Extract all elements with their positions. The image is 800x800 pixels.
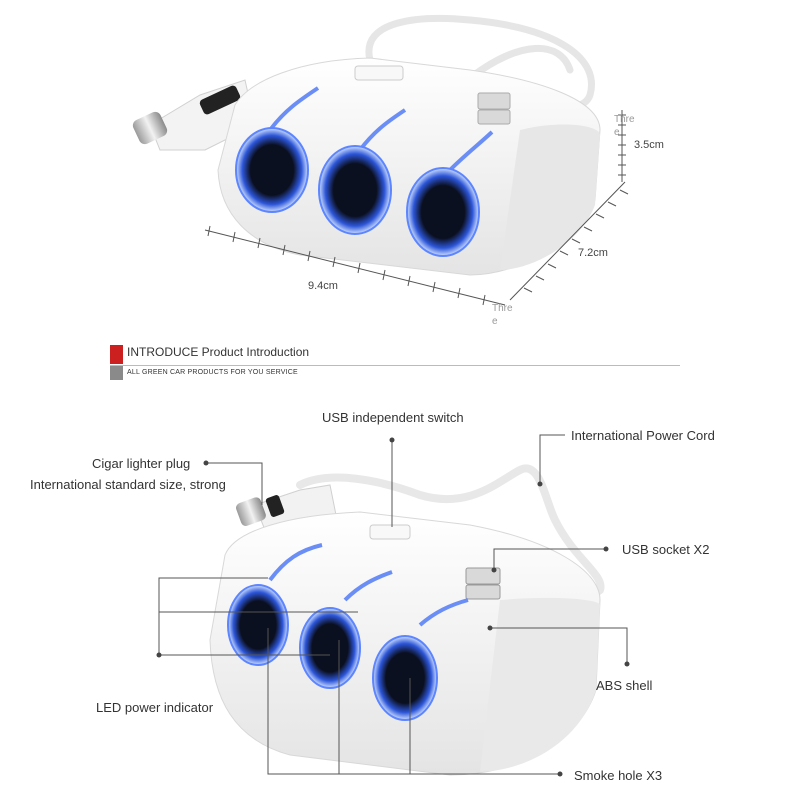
- ruler-depth: [509, 181, 629, 301]
- watermark-bottom: Thre e: [492, 303, 513, 327]
- section-title: INTRODUCE Product Introduction: [127, 345, 310, 359]
- callout-power-cord: International Power Cord: [571, 428, 715, 443]
- section-red-marker: [110, 345, 123, 364]
- bottom-socket-3: [372, 598, 469, 721]
- bottom-socket-1: [227, 543, 323, 666]
- dimension-depth-label: 7.2cm: [578, 247, 608, 259]
- top-socket-2: [318, 108, 407, 235]
- dimension-width-label: 9.4cm: [308, 280, 338, 292]
- bottom-socket-2: [299, 570, 393, 689]
- callout-dots: [156, 437, 630, 777]
- watermark-top: Thre e: [614, 114, 635, 138]
- callout-smoke-hole: Smoke hole X3: [574, 768, 663, 783]
- section-gray-marker: [110, 366, 123, 380]
- callout-cigar-plug: Cigar lighter plug: [92, 456, 191, 471]
- section-subtitle: ALL GREEN CAR PRODUCTS FOR YOU SERVICE: [127, 369, 298, 376]
- callout-usb-switch: USB independent switch: [322, 410, 464, 425]
- ruler-width: [204, 225, 506, 306]
- callout-abs-shell: ABS shell: [596, 678, 653, 693]
- callout-cigar-plug-note: International standard size, strong: [30, 477, 226, 492]
- ruler-height: [618, 110, 626, 182]
- callout-led-indicator: LED power indicator: [96, 700, 214, 715]
- section-divider: [110, 365, 680, 366]
- top-socket-3: [406, 130, 494, 257]
- top-socket-1: [235, 86, 320, 213]
- callout-leader-lines: [158, 434, 628, 775]
- callout-usb-socket: USB socket X2: [622, 542, 710, 557]
- section-header: INTRODUCE Product Introduction ALL GREEN…: [110, 343, 680, 383]
- dimension-height-label: 3.5cm: [634, 139, 664, 151]
